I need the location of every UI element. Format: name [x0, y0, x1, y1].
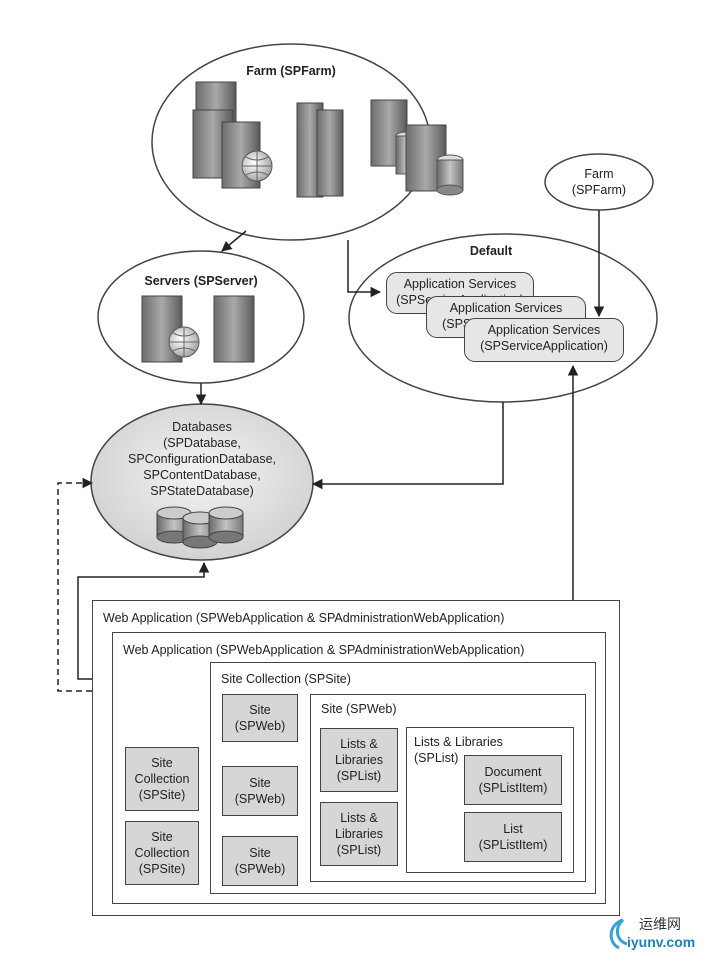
- default-title: Default: [469, 244, 513, 258]
- web-application-title-outer: Web Application (SPWebApplication & SPAd…: [103, 611, 505, 625]
- arrow-services-to-databases: [311, 402, 504, 490]
- arrow-farm-to-servers: [221, 230, 247, 252]
- lists-box-2: Lists & Libraries (SPList): [320, 802, 398, 866]
- watermark-logo: 运维网 iyunv.com: [605, 912, 705, 956]
- database-icons: [156, 506, 244, 549]
- site-box-3: Site (SPWeb): [222, 836, 298, 886]
- site-box-1: Site (SPWeb): [222, 694, 298, 742]
- lists-libraries-title: Lists & Libraries (SPList): [414, 735, 503, 765]
- servers-title: Servers (SPServer): [144, 274, 258, 288]
- watermark-url: iyunv.com: [627, 934, 696, 950]
- site-box-2: Site (SPWeb): [222, 766, 298, 816]
- site-collection-title: Site Collection (SPSite): [221, 672, 351, 686]
- site-collection-box-2: Site Collection (SPSite): [125, 821, 199, 885]
- server-icons: [141, 295, 255, 363]
- site-collection-box-1: Site Collection (SPSite): [125, 747, 199, 811]
- application-services-pill-3: Application Services (SPServiceApplicati…: [464, 318, 624, 362]
- watermark-swirl-icon: [609, 918, 628, 950]
- farm-small-label: Farm (SPFarm): [571, 167, 627, 197]
- document-list-item-box: Document (SPListItem): [464, 755, 562, 805]
- farm-title: Farm (SPFarm): [246, 64, 336, 78]
- arrow-farm-to-services: [347, 240, 382, 298]
- site-web-title: Site (SPWeb): [321, 702, 397, 716]
- lists-box-1: Lists & Libraries (SPList): [320, 728, 398, 792]
- databases-label: Databases (SPDatabase, SPConfigurationDa…: [127, 420, 277, 498]
- list-list-item-box: List (SPListItem): [464, 812, 562, 862]
- farm-server-icons: [192, 81, 464, 198]
- servers-ellipse: [97, 250, 305, 384]
- watermark-text: 运维网: [639, 916, 681, 932]
- web-application-title-inner: Web Application (SPWebApplication & SPAd…: [123, 643, 525, 657]
